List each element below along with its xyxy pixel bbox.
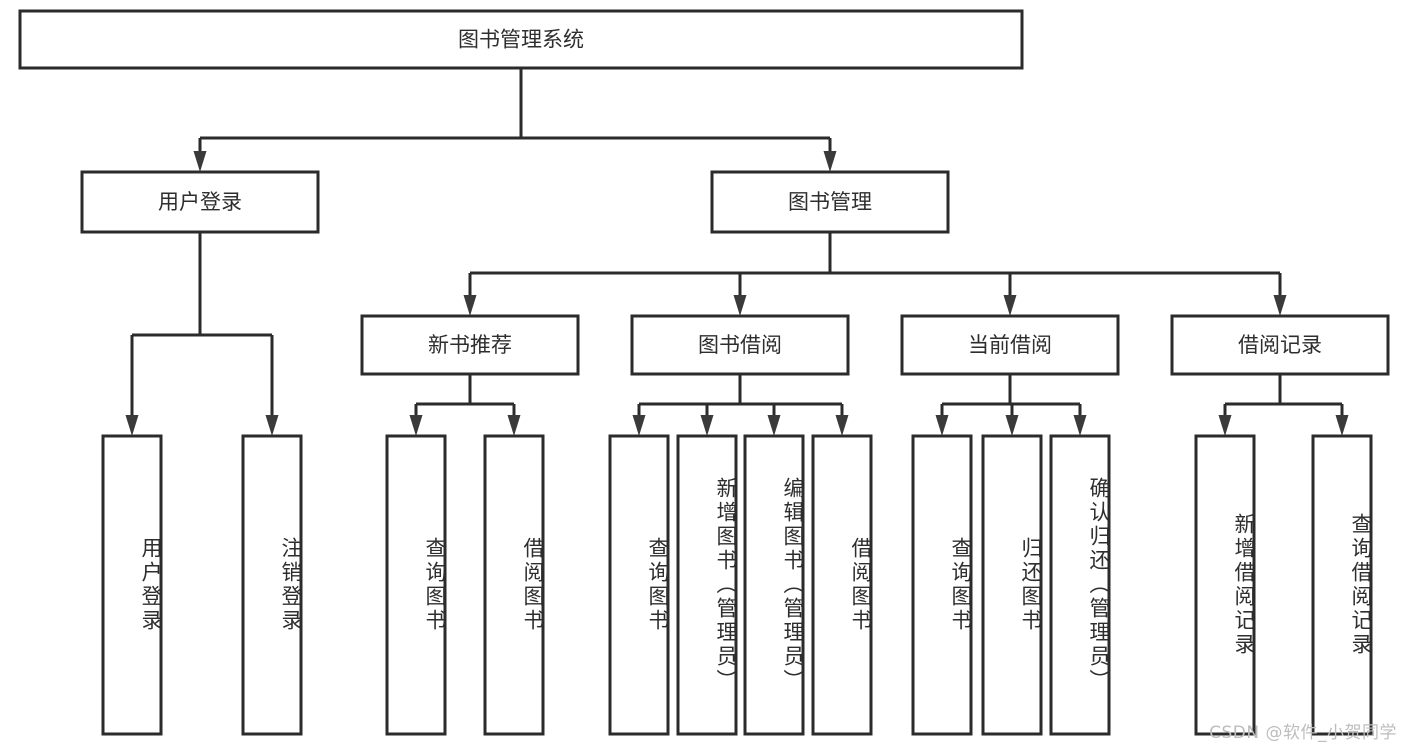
- connector-group: [125, 68, 1349, 436]
- node-leaf-查询借阅记录-12[interactable]: [1311, 434, 1373, 736]
- node-level3-图书借阅-1[interactable]: [630, 314, 850, 376]
- arrow-head-icon: [507, 415, 521, 436]
- watermark: CSDN @软件_小贺同学: [1209, 723, 1397, 743]
- node-level3-新书推荐-0[interactable]: [360, 314, 580, 376]
- node-level3-当前借阅-2[interactable]: [900, 314, 1120, 376]
- arrow-head-icon: [1073, 415, 1087, 436]
- node-level3-图书借阅-1-label: 图书借阅: [698, 333, 782, 357]
- arrow-head-icon: [265, 415, 279, 436]
- arrow-head-icon: [700, 415, 714, 436]
- node-level3-借阅记录-3-label: 借阅记录: [1238, 333, 1322, 357]
- arrow-head-icon: [1335, 415, 1349, 436]
- arrow-head-icon: [1218, 415, 1232, 436]
- arrow-head-icon: [823, 151, 837, 172]
- node-root-label: 图书管理系统: [458, 28, 584, 52]
- node-leaf-用户登录-0[interactable]: [101, 434, 163, 736]
- node-level3-借阅记录-3[interactable]: [1170, 314, 1390, 376]
- node-level2-用户登录-0[interactable]: [80, 170, 320, 234]
- node-leaf-借阅图书-7[interactable]: [811, 434, 873, 736]
- node-leaf-查询图书-2[interactable]: [385, 434, 447, 736]
- node-level2-用户登录-0-label: 用户登录: [158, 190, 242, 214]
- arrow-head-icon: [733, 295, 747, 316]
- node-leaf-查询图书-4[interactable]: [608, 434, 670, 736]
- arrow-head-icon: [1005, 415, 1019, 436]
- node-leaf-查询图书-8[interactable]: [911, 434, 973, 736]
- arrow-head-icon: [193, 151, 207, 172]
- arrow-head-icon: [125, 415, 139, 436]
- node-level2-图书管理-1-label: 图书管理: [788, 190, 872, 214]
- arrow-head-icon: [632, 415, 646, 436]
- node-leaf-注销登录-1[interactable]: [241, 434, 303, 736]
- node-level3-当前借阅-2-label: 当前借阅: [968, 333, 1052, 357]
- arrow-head-icon: [1273, 295, 1287, 316]
- node-leaf-归还图书-9[interactable]: [981, 434, 1043, 736]
- node-level2-图书管理-1[interactable]: [710, 170, 950, 234]
- node-level3-新书推荐-0-label: 新书推荐: [428, 333, 512, 357]
- node-root[interactable]: [18, 9, 1024, 70]
- node-leaf-确认归还管理员-10[interactable]: [1049, 434, 1111, 736]
- arrow-head-icon: [935, 415, 949, 436]
- node-leaf-新增图书管理员-5[interactable]: [676, 434, 738, 736]
- arrow-head-icon: [767, 415, 781, 436]
- arrow-head-icon: [409, 415, 423, 436]
- node-leaf-编辑图书管理员-6[interactable]: [743, 434, 805, 736]
- arrow-head-icon: [463, 295, 477, 316]
- node-leaf-新增借阅记录-11[interactable]: [1194, 434, 1256, 736]
- node-leaf-借阅图书-3[interactable]: [483, 434, 545, 736]
- arrow-head-icon: [1003, 295, 1017, 316]
- arrow-head-icon: [835, 415, 849, 436]
